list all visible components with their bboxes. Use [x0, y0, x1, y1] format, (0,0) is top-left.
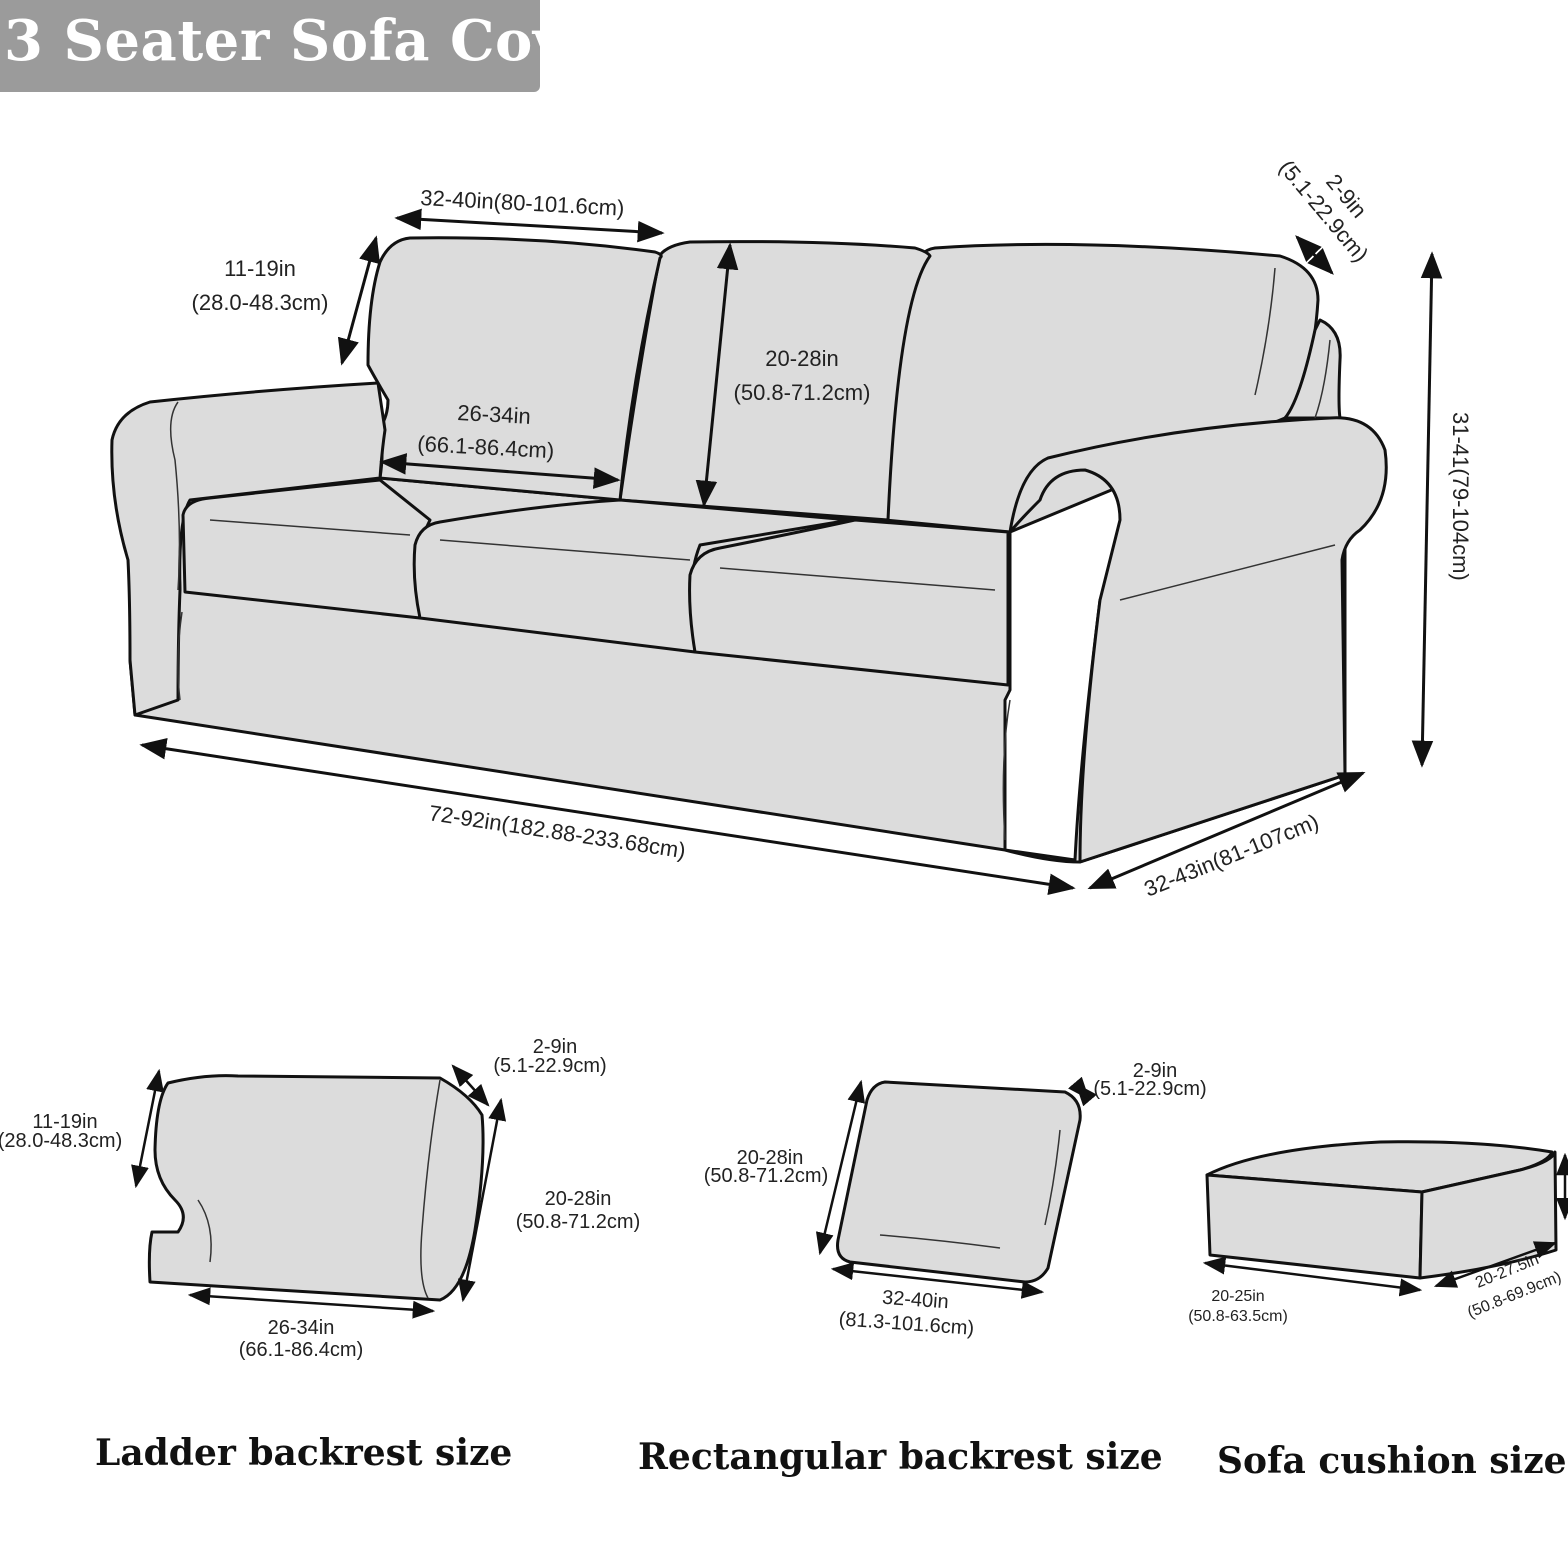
- back-height-cm-label: (28.0-48.3cm): [192, 290, 329, 315]
- ladder-thickness-in-label: 2-9in: [533, 1036, 577, 1058]
- title-banner: 3 Seater Sofa Cover: [0, 0, 632, 92]
- rect-height-in-label: 20-28in: [737, 1147, 804, 1169]
- page-title: 3 Seater Sofa Cover: [4, 8, 633, 74]
- back-mid-in-label: 20-28in: [765, 346, 838, 371]
- ladder-width-arrow: [187, 1287, 436, 1319]
- depth-arrow: [1087, 771, 1366, 890]
- rect-caption: Rectangular backrest size: [638, 1436, 1163, 1478]
- arm-left: [110, 381, 387, 717]
- ladder-side-arrow: [457, 1097, 507, 1303]
- cushion-front: [1205, 1173, 1424, 1280]
- back-width-arrow: [394, 208, 665, 243]
- back-height-in-label: 11-19in: [224, 256, 296, 281]
- rect-thickness-arrow: [1068, 1076, 1097, 1107]
- sofa-dimension-arrows: [139, 208, 1443, 895]
- ladder-backrest: 11-19in (28.0-48.3cm) 2-9in (5.1-22.9cm)…: [0, 1036, 640, 1361]
- cushion-width-in-label: 20-25in: [1211, 1288, 1264, 1305]
- rect-height-cm-label: (50.8-71.2cm): [704, 1165, 829, 1187]
- total-height-arrow: [1411, 251, 1443, 768]
- back-width-label: 32-40in(80-101.6cm): [420, 185, 625, 221]
- ladder-height-in-label: 11-19in: [32, 1111, 97, 1133]
- rect-shape: [836, 1080, 1082, 1284]
- rect-height-arrow: [815, 1079, 866, 1256]
- ladder-height-cm-label: (28.0-48.3cm): [0, 1130, 122, 1152]
- seat-width-in-label: 26-34in: [457, 400, 532, 429]
- rect-thickness-in-label: 2-9in: [1133, 1060, 1177, 1082]
- seat-cushion-right: [688, 518, 1010, 687]
- ladder-caption: Ladder backrest size: [95, 1432, 513, 1474]
- cushion-caption: Sofa cushion size: [1217, 1440, 1567, 1482]
- seat-width-arrow: [379, 453, 621, 489]
- ladder-thickness-cm-label: (5.1-22.9cm): [493, 1055, 606, 1077]
- rect-width-arrow: [830, 1262, 1045, 1299]
- back-side-panel: [1283, 318, 1342, 420]
- cushion-depth-arrow: [1433, 1241, 1558, 1288]
- seat-cushion-left: [181, 478, 432, 620]
- ladder-side-cm-label: (50.8-71.2cm): [516, 1211, 641, 1233]
- ladder-side-in-label: 20-28in: [545, 1188, 612, 1210]
- total-length-arrow: [139, 738, 1076, 895]
- back-mid-cm-label: (50.8-71.2cm): [734, 380, 871, 405]
- ladder-height-arrow: [131, 1068, 164, 1189]
- arm-right: [1008, 416, 1388, 864]
- ladder-width-cm-label: (66.1-86.4cm): [239, 1339, 364, 1361]
- cushion-width-cm-label: (50.8-63.5cm): [1188, 1308, 1288, 1325]
- rect-thickness-cm-label: (5.1-22.9cm): [1093, 1078, 1206, 1100]
- sofa-cushion: 20-25in (50.8-63.5cm) 20-27.5in (50.8-69…: [1188, 1140, 1568, 1325]
- cushion-width-arrow: [1202, 1256, 1423, 1297]
- back-mid-arrow: [695, 242, 739, 508]
- rect-width-in-label: 32-40in: [881, 1287, 949, 1314]
- thickness-arrow: [1295, 235, 1334, 275]
- total-height-label: 31-41(79-104cm): [1448, 412, 1473, 581]
- ladder-shape: [147, 1074, 485, 1302]
- back-height-arrow: [337, 235, 381, 366]
- rect-width-cm-label: (81.3-101.6cm): [838, 1308, 975, 1339]
- ladder-width-in-label: 26-34in: [268, 1317, 335, 1339]
- rectangular-backrest: 20-28in (50.8-71.2cm) 2-9in (5.1-22.9cm)…: [704, 1060, 1207, 1340]
